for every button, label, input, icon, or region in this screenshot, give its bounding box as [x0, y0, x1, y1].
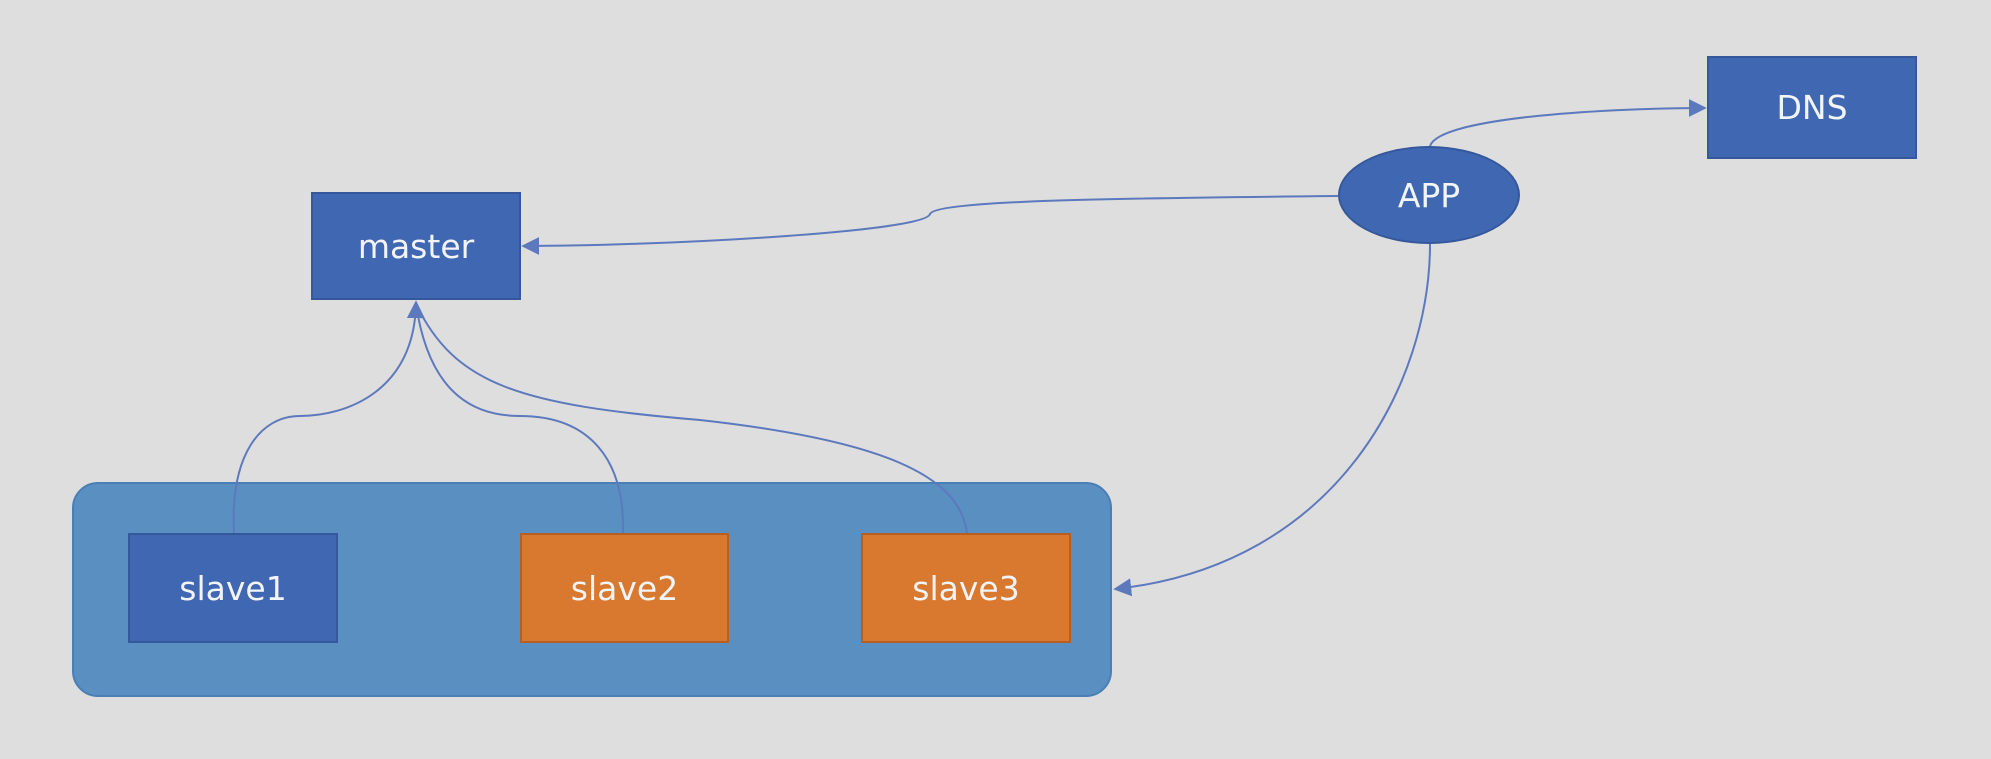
node-slave2-label: slave2 [570, 568, 679, 608]
node-slave2: slave2 [520, 533, 729, 643]
node-slave1-label: slave1 [179, 568, 287, 608]
edge-slave3-to-master [415, 303, 968, 534]
edge-app-to-dns [1429, 99, 1707, 147]
node-app-label: APP [1397, 175, 1461, 215]
node-slave3-label: slave3 [912, 568, 1020, 608]
node-app: APP [1338, 146, 1520, 244]
node-master-label: master [357, 226, 475, 266]
edge-slave1-to-master [232, 300, 425, 534]
node-master: master [311, 192, 521, 300]
node-slave1: slave1 [128, 533, 338, 643]
edge-app-to-slave-group [1113, 243, 1431, 597]
edge-slave2-to-master [415, 303, 625, 534]
node-dns: DNS [1707, 56, 1917, 159]
node-slave3: slave3 [861, 533, 1071, 643]
edge-app-to-master [521, 195, 1339, 255]
node-dns-label: DNS [1776, 88, 1848, 127]
